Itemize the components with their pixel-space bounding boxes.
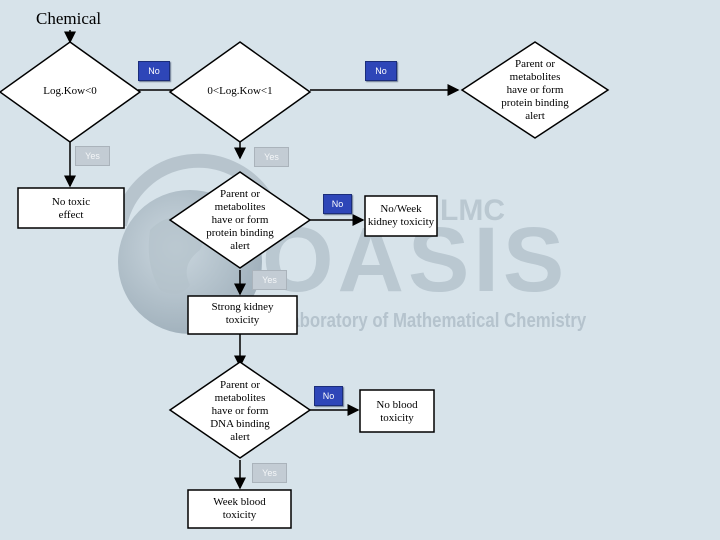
box-no-weak-kidney — [364, 195, 438, 237]
box-strong-kidney — [187, 295, 298, 335]
decision-logkow-lt0 — [0, 41, 142, 143]
no-button-3[interactable]: No — [323, 194, 352, 214]
yes-button-1[interactable]: Yes — [75, 146, 110, 166]
no-button-4[interactable]: No — [314, 386, 343, 406]
watermark-subtitle: Laboratory of Mathematical Chemistry — [280, 310, 587, 332]
decision-logkow-0-1 — [168, 41, 312, 143]
box-no-blood — [359, 389, 435, 433]
yes-button-3[interactable]: Yes — [252, 270, 287, 290]
label-protein-top: Parent or metabolites have or form prote… — [501, 58, 569, 122]
label-logkow-lt0: Log.Kow<0 — [43, 85, 97, 97]
chemical-title: Chemical — [36, 9, 102, 28]
label-logkow-0-1: 0<Log.Kow<1 — [207, 85, 273, 97]
label-no-toxic: No toxic effect — [51, 196, 91, 221]
decision-protein-top — [460, 41, 610, 139]
no-button-2[interactable]: No — [365, 61, 397, 81]
yes-button-2[interactable]: Yes — [254, 147, 289, 167]
label-weak-blood: Week blood toxicity — [213, 496, 266, 521]
no-button-1[interactable]: No — [138, 61, 170, 81]
label-protein-mid: Parent or metabolites have or form prote… — [206, 188, 274, 252]
label-strong-kidney: Strong kidney toxicity — [211, 301, 274, 326]
decision-dna — [168, 361, 312, 459]
yes-button-4[interactable]: Yes — [252, 463, 287, 483]
watermark-lmc: LMC — [440, 194, 505, 227]
label-no-weak-kidney: No/Week kidney toxicity — [367, 203, 435, 228]
label-no-blood: No blood toxicity — [376, 399, 418, 424]
box-no-toxic — [17, 187, 125, 229]
label-dna: Parent or metabolites have or form DNA b… — [210, 379, 270, 443]
decision-protein-mid — [168, 171, 312, 269]
box-weak-blood — [187, 489, 292, 529]
